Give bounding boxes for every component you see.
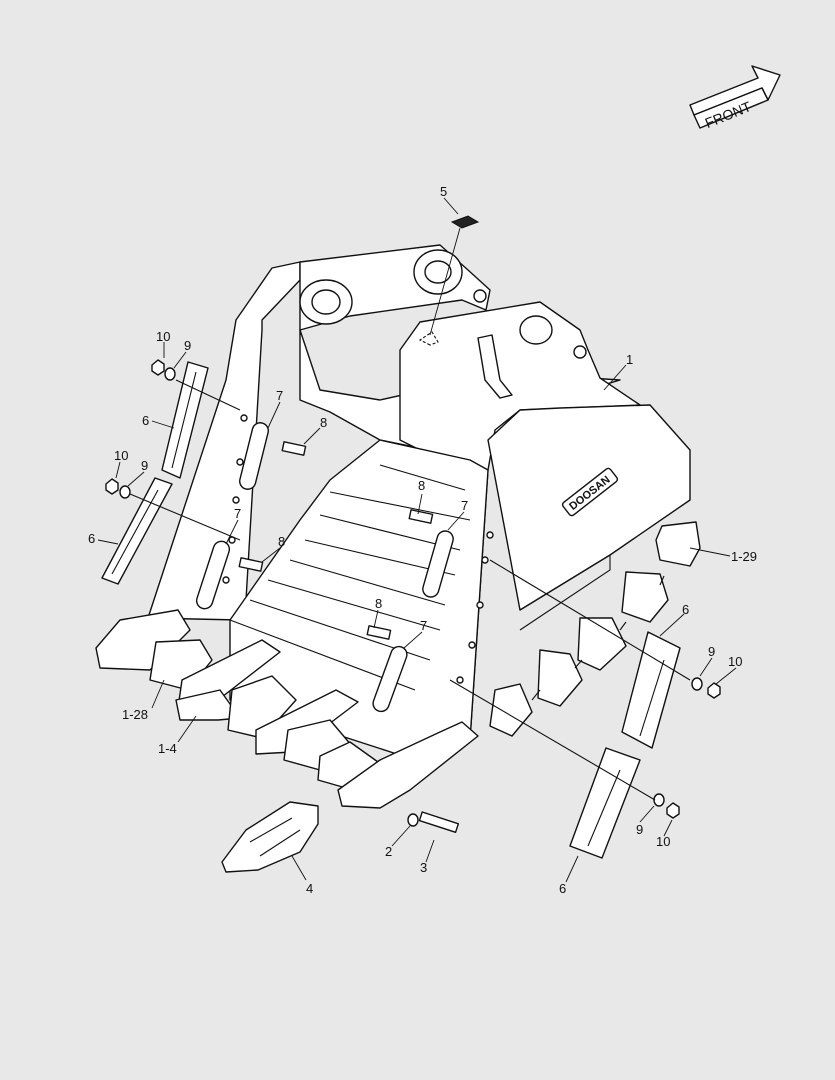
callout-3: 3 [420, 860, 427, 875]
callout-6: 6 [682, 602, 689, 617]
callout-10: 10 [114, 448, 128, 463]
front-arrow: FRONT [689, 65, 781, 131]
callout-9: 9 [141, 458, 148, 473]
assembly-lines [129, 379, 691, 801]
callout-8: 8 [418, 478, 425, 493]
callout-9: 9 [708, 644, 715, 659]
bucket-body: DOOSAN [147, 244, 691, 756]
callout-6: 6 [142, 413, 149, 428]
callout-1-29: 1-29 [731, 549, 757, 564]
leader-lines [97, 197, 737, 883]
callout-5: 5 [440, 184, 447, 199]
callout-7: 7 [420, 618, 427, 633]
callout-1-4: 1-4 [158, 741, 177, 756]
callout-7: 7 [276, 388, 283, 403]
callout-10: 10 [656, 834, 670, 849]
callout-8: 8 [278, 534, 285, 549]
callout-8: 8 [320, 415, 327, 430]
callout-2: 2 [385, 844, 392, 859]
callout-labels: 5 1 10 9 6 10 9 6 7 8 7 8 8 7 8 7 1-29 6… [88, 184, 757, 896]
callout-4: 4 [306, 881, 313, 896]
item-5-plate [450, 215, 480, 229]
callout-9: 9 [184, 338, 191, 353]
nuts-washers [105, 359, 721, 819]
teeth-row [95, 609, 479, 809]
links-bolts [195, 422, 454, 713]
callout-10: 10 [156, 329, 170, 344]
loose-tooth [221, 801, 460, 873]
callout-7: 7 [234, 506, 241, 521]
callout-1-28: 1-28 [122, 707, 148, 722]
callout-8: 8 [375, 596, 382, 611]
callout-1: 1 [626, 352, 633, 367]
callout-9: 9 [636, 822, 643, 837]
callout-6: 6 [559, 881, 566, 896]
callout-10: 10 [728, 654, 742, 669]
adapters-right [489, 521, 701, 737]
callout-6: 6 [88, 531, 95, 546]
callout-7: 7 [461, 498, 468, 513]
